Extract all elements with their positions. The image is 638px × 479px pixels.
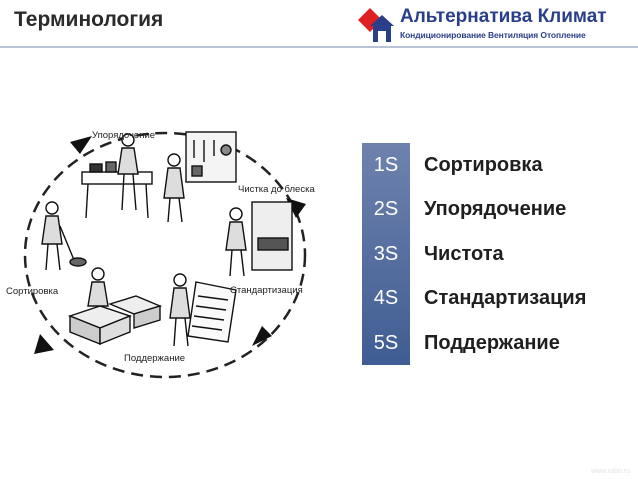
worker-scene-arrange [82, 134, 152, 218]
worker-scene-shine [164, 132, 236, 222]
list-item-step-3: 3S Чистота [362, 232, 638, 276]
arrow-icon [34, 334, 54, 354]
header: Терминология Альтернатива Климат Кондици… [0, 0, 638, 46]
step-name: Упорядочение [424, 187, 566, 231]
stage-label-sustain: Поддержание [124, 353, 185, 364]
logo-name: Альтернатива Климат [400, 6, 607, 28]
page-title: Терминология [14, 8, 163, 32]
header-divider [0, 46, 638, 48]
logo-tagline: Кондиционирование Вентиляция Отопление [400, 30, 586, 40]
stage-label-sort: Сортировка [6, 286, 58, 297]
worker-scene-sustain [170, 274, 236, 346]
step-name: Чистота [424, 232, 504, 276]
list-item-step-2: 2S Упорядочение [362, 187, 638, 231]
logo-house-icon [356, 6, 396, 44]
step-number: 1S [362, 143, 410, 187]
five-s-list: 1S Сортировка 2S Упорядочение 3S Чистота… [362, 143, 638, 365]
step-number: 4S [362, 276, 410, 320]
step-name: Стандартизация [424, 276, 586, 320]
list-item-step-4: 4S Стандартизация [362, 276, 638, 320]
cycle-illustration [0, 110, 350, 390]
step-number: 3S [362, 232, 410, 276]
stage-label-shine: Чистка до блеска [238, 184, 315, 195]
worker-scene-standardize [226, 202, 292, 276]
footer-url: www.rabo.ru [591, 468, 630, 475]
list-item-step-5: 5S Поддержание [362, 321, 638, 365]
company-logo: Альтернатива Климат Кондиционирование Ве… [356, 6, 632, 44]
step-number: 5S [362, 321, 410, 365]
step-number: 2S [362, 187, 410, 231]
stage-label-arrange: Упорядочение [92, 130, 155, 141]
worker-scene-boxes [70, 268, 160, 344]
stage-label-standardize: Стандартизация [230, 285, 303, 296]
worker-scene-sort [42, 202, 86, 270]
step-name: Сортировка [424, 143, 543, 187]
cycle-diagram: Упорядочение Чистка до блеска Стандартиз… [0, 110, 350, 390]
step-name: Поддержание [424, 321, 560, 365]
list-item-step-1: 1S Сортировка [362, 143, 638, 187]
